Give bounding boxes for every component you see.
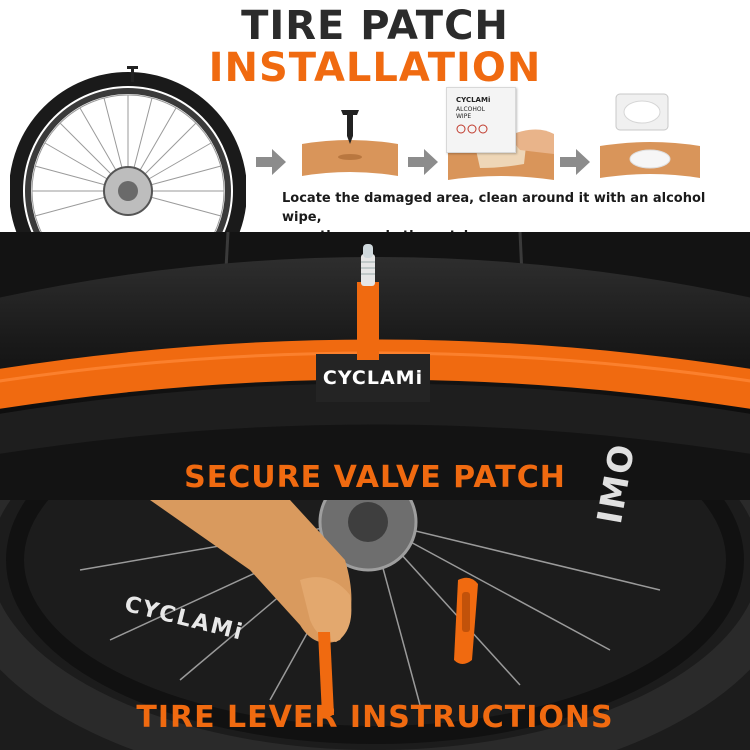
tire-lever-panel — [0, 500, 750, 750]
arrow-right-icon — [560, 149, 590, 175]
valve-patch-panel: SECURE VALVE PATCH — [0, 232, 750, 500]
wipe-rings-icon — [456, 124, 488, 134]
wipe-brand-label: CYCLAMi — [456, 96, 491, 104]
lever-section-title: TIRE LEVER INSTRUCTIONS — [136, 700, 614, 735]
title-line-2: INSTALLATION — [208, 45, 542, 91]
rim-brand-badge: CYCLAMi — [322, 367, 424, 389]
installation-steps-panel: TIRE PATCH INSTALLATION — [0, 0, 750, 244]
valve-section-title: SECURE VALVE PATCH — [184, 460, 566, 495]
tube-clean-step — [448, 129, 554, 180]
alcohol-wipe-packet: CYCLAMi ALCOHOL WIPE — [446, 87, 516, 153]
punctured-wheel-illustration — [10, 66, 246, 232]
arrow-right-icon — [256, 149, 286, 175]
patch-applied-step — [600, 93, 700, 178]
wipe-product-label: ALCOHOL WIPE — [456, 106, 485, 120]
caption-line-1: Locate the damaged area, clean around it… — [282, 191, 706, 225]
title-line-1: TIRE PATCH — [241, 3, 509, 49]
rim-with-orange-tube-illustration — [0, 232, 750, 500]
tube-puncture-step — [302, 110, 398, 176]
arrow-right-icon — [408, 149, 438, 175]
wheel-with-tire-levers-illustration — [0, 500, 750, 750]
